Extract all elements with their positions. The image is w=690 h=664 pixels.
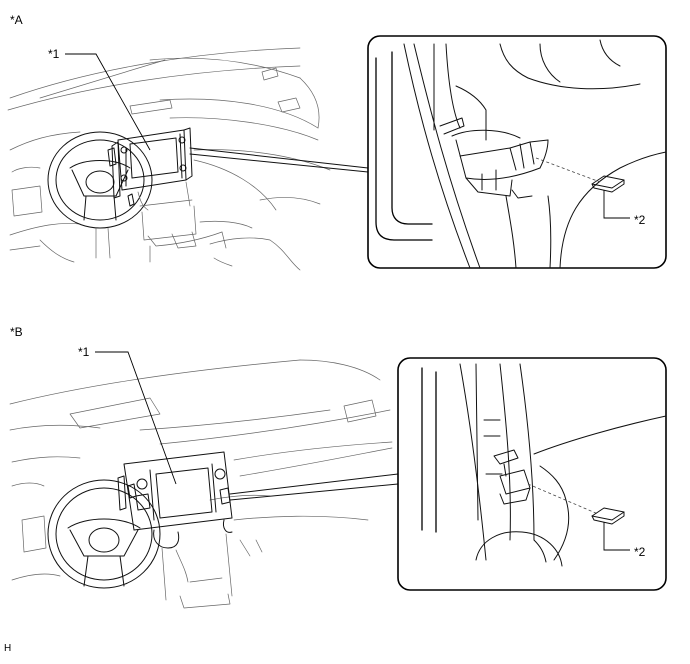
view-a-label: *A xyxy=(10,13,23,27)
view-b-zoom-line-top xyxy=(229,473,399,495)
view-a-zoom-line-bottom xyxy=(189,153,369,173)
view-b: *B xyxy=(9,325,667,609)
footer-code: H xyxy=(4,643,11,654)
view-b-leader-1 xyxy=(95,351,177,485)
view-a-leader-2 xyxy=(603,190,630,219)
view-b-callout-2: *2 xyxy=(634,545,646,559)
view-b-zoom-line-bottom xyxy=(229,483,399,501)
view-a-zoom-line-top xyxy=(189,147,369,169)
view-a-callout-1: *1 xyxy=(48,47,60,61)
view-b-leader-2 xyxy=(603,522,630,551)
view-b-detail-drawing xyxy=(421,363,667,567)
view-a: *A xyxy=(7,13,667,271)
view-a-dashboard-drawing xyxy=(7,47,331,271)
view-b-label: *B xyxy=(10,325,23,339)
view-a-callout-2: *2 xyxy=(634,213,646,227)
view-a-detail-drawing xyxy=(375,39,667,269)
view-b-callout-1: *1 xyxy=(78,345,90,359)
view-b-dashboard-drawing xyxy=(9,359,393,609)
view-a-leader-1 xyxy=(65,53,151,151)
